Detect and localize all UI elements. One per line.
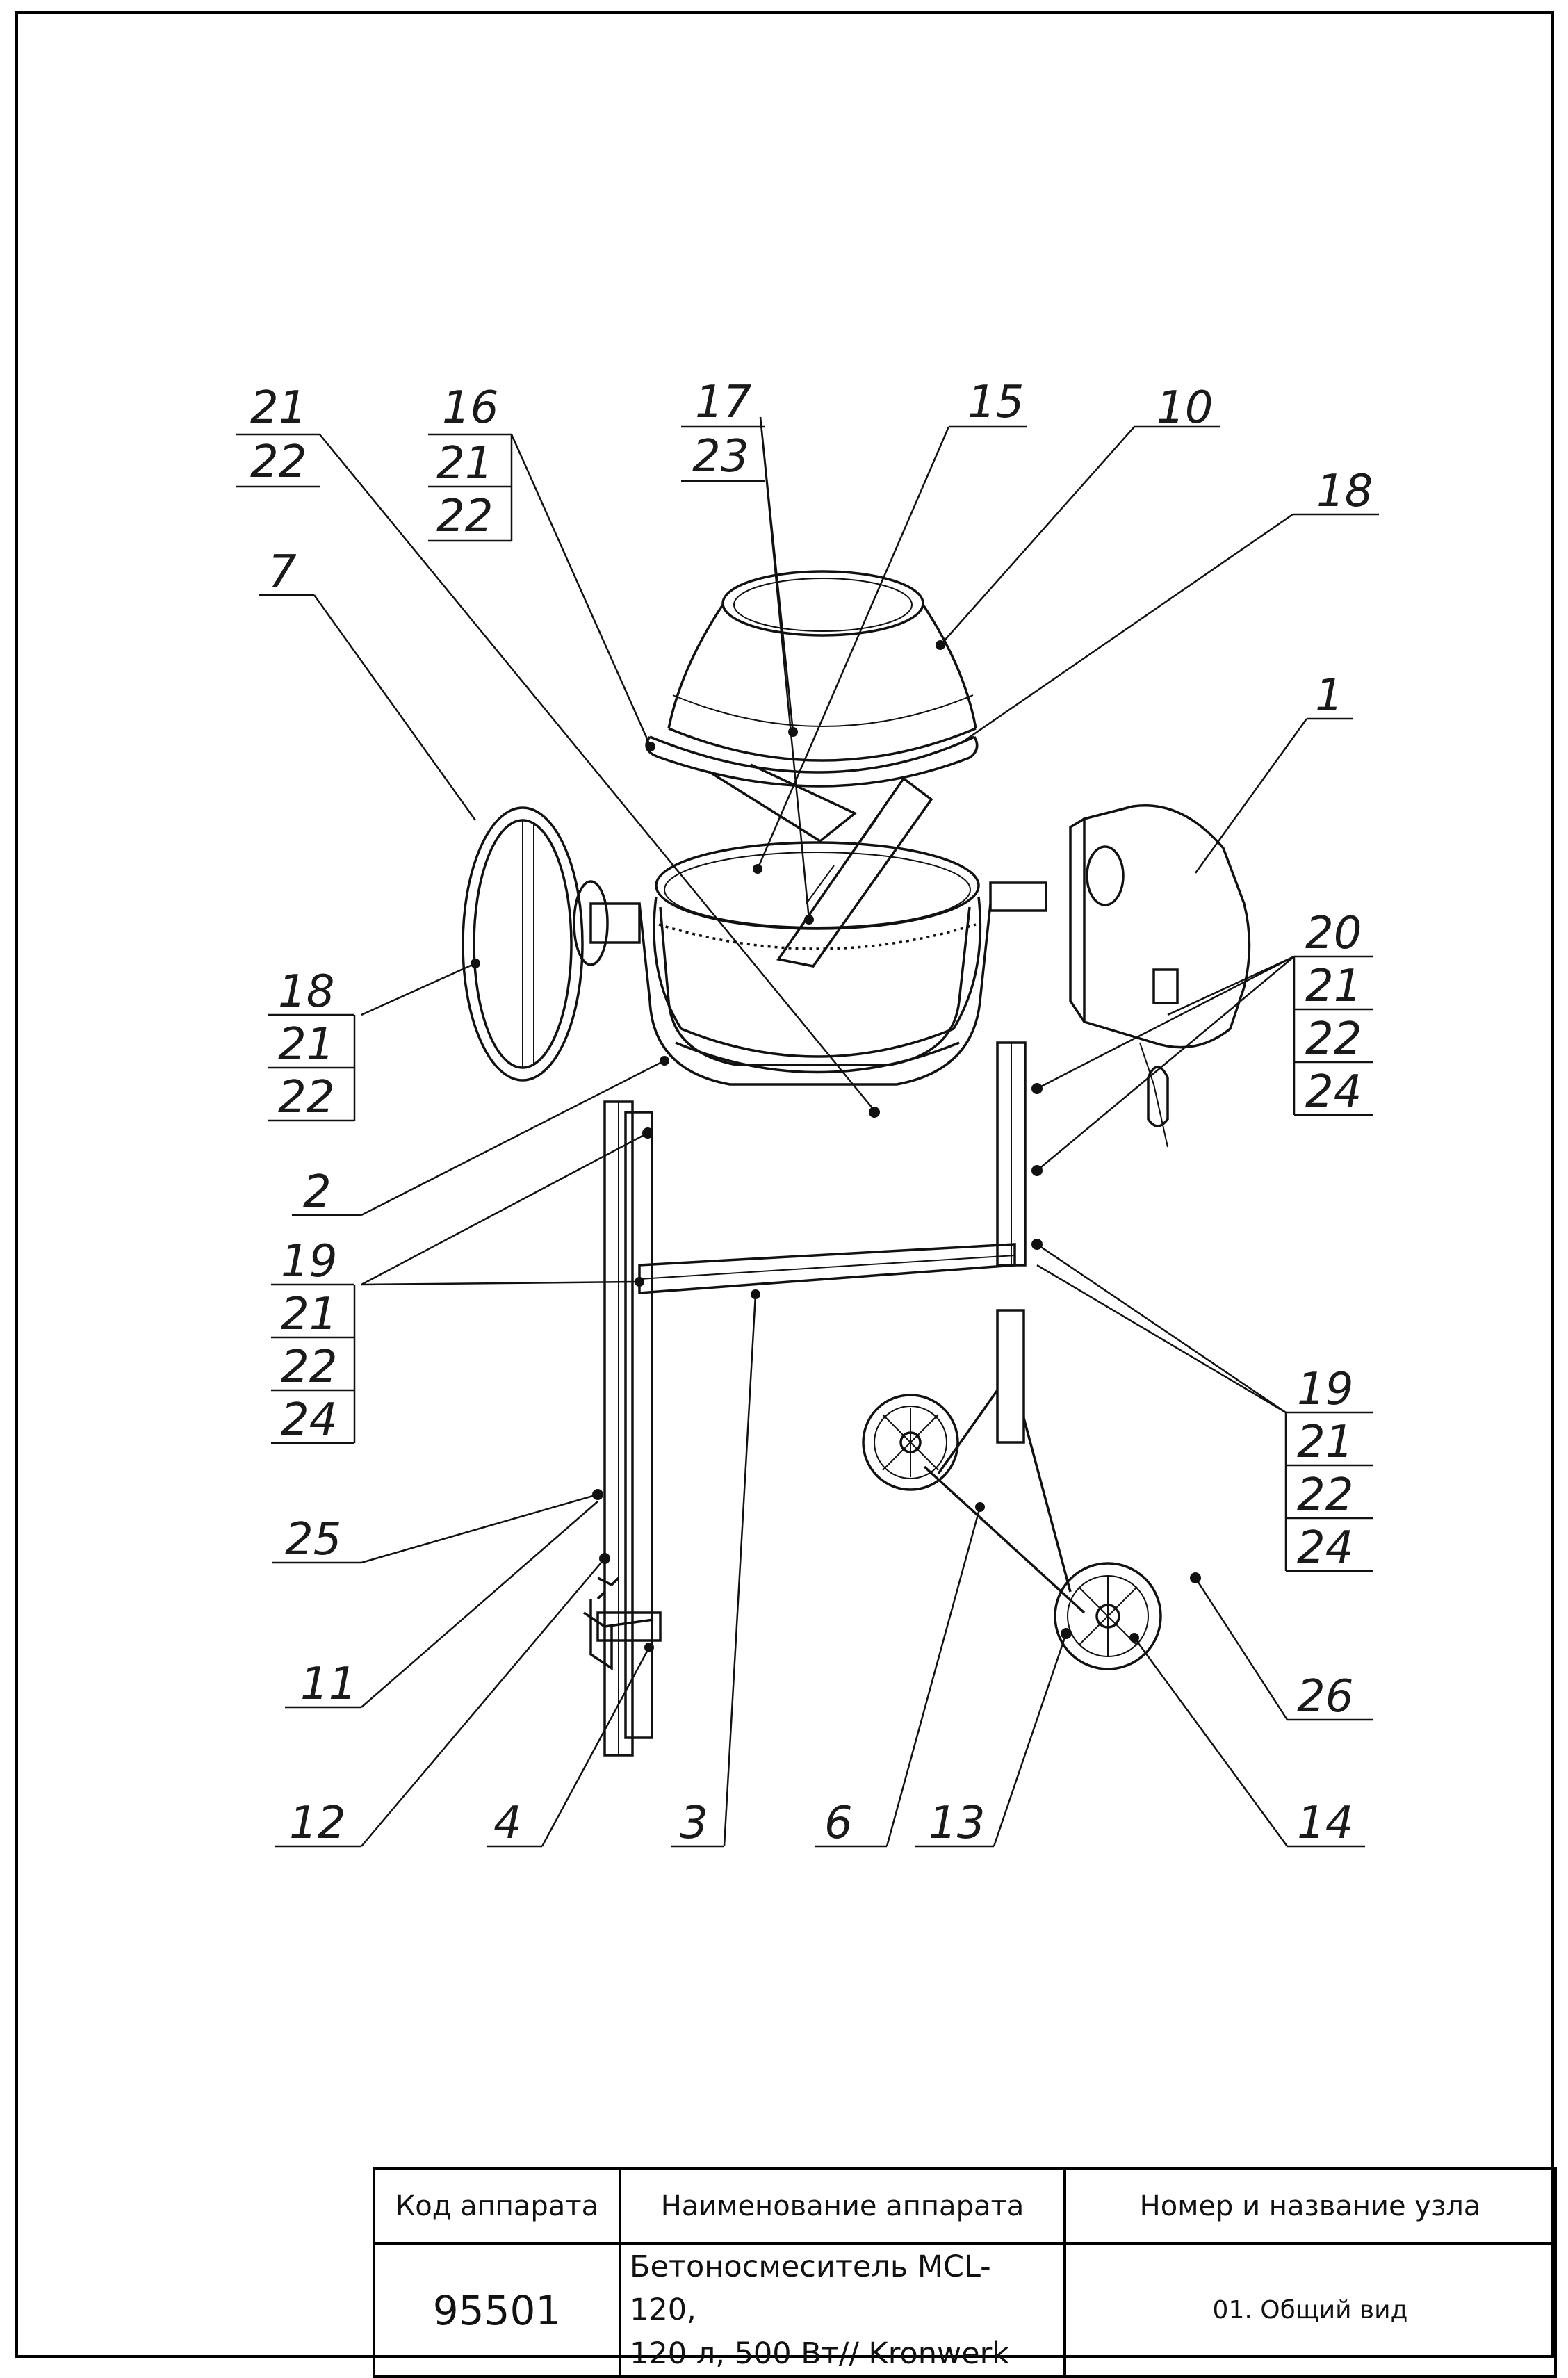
svg-text:19: 19 <box>1297 1364 1353 1415</box>
drum-bottom-part <box>573 841 1047 1086</box>
svg-text:19: 19 <box>281 1236 337 1287</box>
callout-3: 3 <box>671 1798 724 1849</box>
device-name-line-1: Бетоносмеситель MCL-120, <box>630 2249 991 2328</box>
motor-housing-part <box>1069 804 1251 1148</box>
callout-10: 10 <box>1134 382 1220 434</box>
svg-text:22: 22 <box>1305 1013 1362 1065</box>
callout-18-top: 18 <box>1293 466 1379 517</box>
svg-text:17: 17 <box>695 377 752 428</box>
callout-15: 15 <box>949 377 1027 428</box>
svg-text:12: 12 <box>289 1798 345 1849</box>
svg-text:20: 20 <box>1305 908 1362 959</box>
node-name-header: Номер и название узла <box>1063 2167 1557 2245</box>
drive-wheel-part <box>462 806 584 1082</box>
callout-16-21-22: 16 21 22 <box>428 382 513 542</box>
device-name-header: Наименование аппарата <box>619 2167 1066 2245</box>
title-block-header-row: Код аппарата Наименование аппарата Номер… <box>373 2167 1557 2245</box>
svg-text:22: 22 <box>278 1072 334 1123</box>
callout-2: 2 <box>292 1166 361 1218</box>
callout-1: 1 <box>1307 670 1353 722</box>
svg-text:10: 10 <box>1157 382 1213 434</box>
title-block: Код аппарата Наименование аппарата Номер… <box>373 2167 1557 2378</box>
drum-top-part <box>645 570 979 788</box>
callout-12: 12 <box>275 1798 361 1849</box>
svg-text:7: 7 <box>268 546 297 598</box>
svg-text:21: 21 <box>1297 1417 1353 1468</box>
svg-text:23: 23 <box>692 431 749 482</box>
callout-21-22: 21 22 <box>236 382 320 488</box>
svg-text:24: 24 <box>281 1394 337 1446</box>
title-block-value-row: 95501 Бетоносмеситель MCL-120, 120 л, 50… <box>373 2242 1557 2378</box>
device-code: 95501 <box>373 2242 621 2378</box>
svg-text:24: 24 <box>1305 1066 1362 1118</box>
svg-text:22: 22 <box>281 1342 337 1393</box>
svg-text:21: 21 <box>281 1289 337 1340</box>
callout-25: 25 <box>272 1514 361 1565</box>
callout-17-23: 17 23 <box>681 377 765 482</box>
callout-4: 4 <box>487 1798 542 1849</box>
svg-text:22: 22 <box>250 437 307 488</box>
callout-11: 11 <box>285 1659 361 1710</box>
callout-26: 26 <box>1287 1671 1373 1723</box>
svg-text:1: 1 <box>1315 670 1344 722</box>
svg-text:16: 16 <box>442 382 498 434</box>
callout-20-21-22-24: 20 21 22 24 <box>1293 908 1373 1118</box>
svg-text:15: 15 <box>967 377 1024 428</box>
callout-19-21-22-24-left: 19 21 22 24 <box>271 1236 356 1446</box>
svg-text:26: 26 <box>1297 1671 1353 1723</box>
svg-text:21: 21 <box>250 382 307 434</box>
svg-text:25: 25 <box>285 1514 341 1565</box>
device-name-line-2: 120 л, 500 Вт// Kronwerk <box>630 2336 1010 2371</box>
svg-text:21: 21 <box>436 438 493 489</box>
svg-text:13: 13 <box>929 1798 985 1849</box>
svg-text:4: 4 <box>493 1798 522 1849</box>
svg-text:3: 3 <box>680 1798 708 1849</box>
callout-13: 13 <box>915 1798 994 1849</box>
drum-arm-part <box>708 763 933 968</box>
leader-lines <box>313 416 1308 1847</box>
device-code-header: Код аппарата <box>373 2167 621 2245</box>
cross-beam-part <box>638 1243 1016 1294</box>
svg-text:22: 22 <box>1297 1469 1353 1521</box>
svg-text:18: 18 <box>278 966 334 1018</box>
callout-18-21-22: 18 21 22 <box>268 966 356 1123</box>
svg-text:21: 21 <box>278 1019 334 1070</box>
device-name: Бетоносмеситель MCL-120, 120 л, 500 Вт//… <box>619 2242 1066 2378</box>
svg-text:21: 21 <box>1305 961 1362 1012</box>
svg-text:18: 18 <box>1316 466 1373 517</box>
wheels-part <box>862 1394 1162 1670</box>
svg-text:14: 14 <box>1297 1798 1353 1849</box>
left-leg-part <box>583 1100 662 1757</box>
svg-text:6: 6 <box>824 1798 853 1849</box>
wheel-frame-part <box>923 1309 1086 1614</box>
callout-6: 6 <box>815 1798 887 1849</box>
node-name: 01. Общий вид <box>1063 2242 1557 2378</box>
svg-text:11: 11 <box>300 1659 357 1710</box>
right-upright-part <box>996 1041 1027 1267</box>
callout-19-21-22-24-right: 19 21 22 24 <box>1284 1364 1373 1574</box>
svg-text:24: 24 <box>1297 1522 1353 1574</box>
svg-text:22: 22 <box>436 491 493 542</box>
svg-text:2: 2 <box>303 1166 332 1218</box>
callout-14: 14 <box>1287 1798 1365 1849</box>
callout-7: 7 <box>259 546 314 598</box>
